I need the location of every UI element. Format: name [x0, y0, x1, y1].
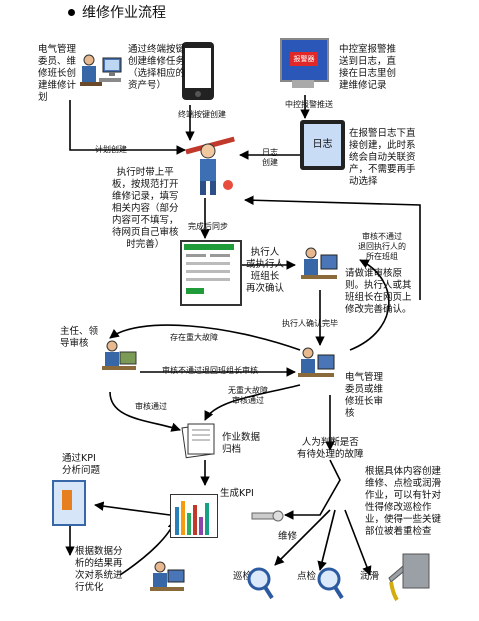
create-tasks-text: 根据具体内容创建维修、点检或润滑作业，可以有针对性得修改巡检作业，使得一些关键部… — [365, 466, 442, 537]
kpi-bar-chart-icon — [170, 494, 218, 538]
supervisor-review-text: 主任、领导审核 — [60, 326, 99, 349]
edge-label-log-created: 日志创建 — [262, 148, 278, 167]
task-spot-check-label: 点检 — [297, 571, 317, 582]
review-principle-text: 请做谁审核原则。执行人或其班组长在网页上修改完善确认。 — [345, 268, 412, 315]
kpi-screen-icon — [52, 480, 86, 526]
worker-fill-text: 执行时带上平板，按规范打开维修记录，填写相关内容（部分内容可不填写，待网页自己审… — [112, 167, 179, 250]
monitor-stand-icon — [292, 80, 314, 88]
terminal-scan-text: 通过终端按键创建维修任务（选择相应的资产号） — [128, 44, 186, 91]
page-title: 维修作业流程 — [82, 5, 166, 21]
log-tablet-icon: 日志 — [300, 120, 345, 170]
optimize-text: 根据数据分析的结果再次对系统进行优化 — [75, 546, 123, 593]
optimize-computer-figure — [148, 560, 188, 598]
gen-kpi-text: 生成KPI — [220, 488, 254, 499]
log-direct-text: 在报警日志下直接创建，此时系统会自动关联资产，不需要再手动选择 — [349, 128, 416, 187]
wrench-icon — [250, 505, 284, 527]
archive-documents-icon — [180, 420, 220, 460]
task-patrol-label: 巡检 — [233, 571, 253, 582]
manager-computer-figure — [75, 50, 125, 95]
archive-text: 作业数据归档 — [222, 432, 261, 455]
control-room-text: 中控室报警推送到日志，直接在日志里创建维修记录 — [339, 44, 397, 91]
title-bullet — [68, 9, 75, 16]
manager-review-figure — [292, 345, 340, 385]
manager-create-text: 电气管理委员、维修班长创建维修计划 — [38, 44, 77, 103]
edge-label-reject-back: 审核不通过退回执行人的所在班组 — [358, 232, 406, 261]
magnifier-patrol-icon — [245, 565, 275, 601]
alarm-monitor-icon: 报警器 — [280, 38, 329, 82]
edge-label-plan-created: 计划创建 — [95, 145, 127, 154]
task-lubricate-label: 润滑 — [360, 571, 380, 582]
edge-label-alarm-push: 中控报警推送 — [285, 100, 333, 109]
edge-label-sync-done: 完成后同步 — [188, 222, 228, 231]
magnifier-spot-check-icon — [315, 565, 345, 601]
supervisor-computer-figure — [98, 338, 140, 380]
edge-label-review-pass: 审核通过 — [135, 402, 167, 411]
tablet-form-icon — [180, 240, 242, 306]
edge-label-no-major-fault: 无重大故障审核通过 — [228, 386, 268, 405]
edge-label-reject-to-team: 审核不通过退回班组长审核 — [162, 366, 258, 375]
phone-terminal-icon — [182, 42, 214, 100]
oil-can-icon — [385, 548, 435, 603]
edge-label-exec-confirm-done: 执行人确认完毕 — [282, 319, 338, 328]
manager-review-text: 电气管理委员或维修班长审核 — [345, 372, 384, 419]
edge-label-terminal-created: 终端按键创建 — [178, 110, 226, 119]
worker-wrench-figure — [180, 135, 240, 200]
exec-confirm-text: 执行人或执行人班组长再次确认 — [246, 247, 285, 294]
task-repair-label: 维修 — [278, 531, 298, 542]
judge-text: 人为判断是否有待处理的故障 — [297, 437, 364, 460]
edge-label-major-fault: 存在重大故障 — [170, 333, 218, 342]
exec-computer-figure — [295, 245, 343, 287]
